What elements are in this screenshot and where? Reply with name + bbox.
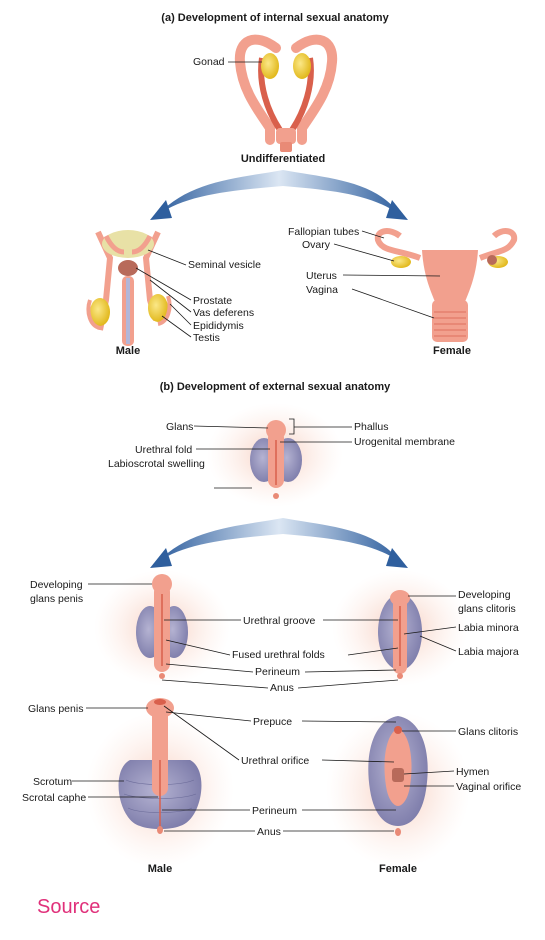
label-testis: Testis bbox=[193, 332, 220, 344]
label-labia-majora: Labia majora bbox=[458, 646, 519, 658]
caption-male-external: Male bbox=[148, 863, 172, 875]
section-b-title: (b) Development of external sexual anato… bbox=[160, 381, 391, 393]
undifferentiated-external-illustration bbox=[207, 403, 343, 507]
label-prepuce: Prepuce bbox=[253, 716, 292, 728]
label-anus-mid: Anus bbox=[270, 682, 294, 694]
leader-epididymis bbox=[170, 304, 191, 325]
label-vas-deferens: Vas deferens bbox=[193, 307, 254, 319]
leader-prostate bbox=[136, 268, 191, 300]
source-link[interactable]: Source bbox=[37, 896, 100, 919]
label-urethral-groove: Urethral groove bbox=[243, 615, 316, 627]
label-glans-clitoris: Glans clitoris bbox=[458, 726, 518, 738]
caption-male-internal: Male bbox=[116, 345, 140, 357]
label-epididymis: Epididymis bbox=[193, 320, 244, 332]
label-uterus: Uterus bbox=[306, 270, 337, 282]
label-prostate: Prostate bbox=[193, 295, 232, 307]
label-vagina: Vagina bbox=[306, 284, 338, 296]
developing-male-external-illustration bbox=[94, 570, 230, 686]
label-urogenital-membrane: Urogenital membrane bbox=[354, 436, 455, 448]
label-glans: Glans bbox=[166, 421, 193, 433]
label-anus-bottom: Anus bbox=[257, 826, 281, 838]
caption-female-external: Female bbox=[379, 863, 417, 875]
label-developing-glans-penis-1: Developing bbox=[30, 579, 83, 591]
female-external-illustration bbox=[326, 712, 470, 868]
leader-vagina bbox=[352, 289, 434, 318]
caption-female-internal: Female bbox=[433, 345, 471, 357]
label-developing-glans-penis-2: glans penis bbox=[30, 593, 83, 605]
divergence-arrow-a bbox=[150, 170, 408, 220]
leader-seminal-vesicle bbox=[148, 250, 186, 265]
undifferentiated-internal-illustration bbox=[240, 40, 332, 152]
label-urethral-orifice: Urethral orifice bbox=[241, 755, 309, 767]
label-seminal-vesicle: Seminal vesicle bbox=[188, 259, 261, 271]
label-vaginal-orifice: Vaginal orifice bbox=[456, 781, 521, 793]
label-undifferentiated: Undifferentiated bbox=[241, 153, 325, 165]
gonad-shape-right bbox=[293, 53, 311, 79]
label-scrotum: Scrotum bbox=[33, 776, 72, 788]
label-glans-penis: Glans penis bbox=[28, 703, 83, 715]
label-hymen: Hymen bbox=[456, 766, 489, 778]
label-developing-glans-clitoris-2: glans clitoris bbox=[458, 603, 516, 615]
leader-uterus bbox=[343, 275, 440, 276]
label-perineum-bottom: Perineum bbox=[252, 805, 297, 817]
label-labioscrotal-swelling: Labioscrotal swelling bbox=[108, 458, 205, 470]
label-labia-minora: Labia minora bbox=[458, 622, 519, 634]
label-ovary: Ovary bbox=[302, 239, 331, 251]
male-internal-illustration bbox=[88, 230, 169, 346]
leader-testis bbox=[162, 316, 191, 337]
gonad-shape-left bbox=[261, 53, 279, 79]
section-a-title: (a) Development of internal sexual anato… bbox=[161, 12, 389, 24]
label-perineum-mid: Perineum bbox=[255, 666, 300, 678]
male-external-illustration bbox=[86, 698, 234, 868]
label-gonad: Gonad bbox=[193, 56, 225, 68]
label-scrotal-caphe: Scrotal caphe bbox=[22, 792, 86, 804]
label-phallus: Phallus bbox=[354, 421, 388, 433]
label-fallopian-tubes: Fallopian tubes bbox=[288, 226, 359, 238]
female-internal-illustration bbox=[378, 231, 514, 342]
label-fused-urethral-folds: Fused urethral folds bbox=[232, 649, 325, 661]
divergence-arrow-b bbox=[150, 518, 408, 568]
label-urethral-fold: Urethral fold bbox=[135, 444, 192, 456]
label-developing-glans-clitoris-1: Developing bbox=[458, 589, 511, 601]
